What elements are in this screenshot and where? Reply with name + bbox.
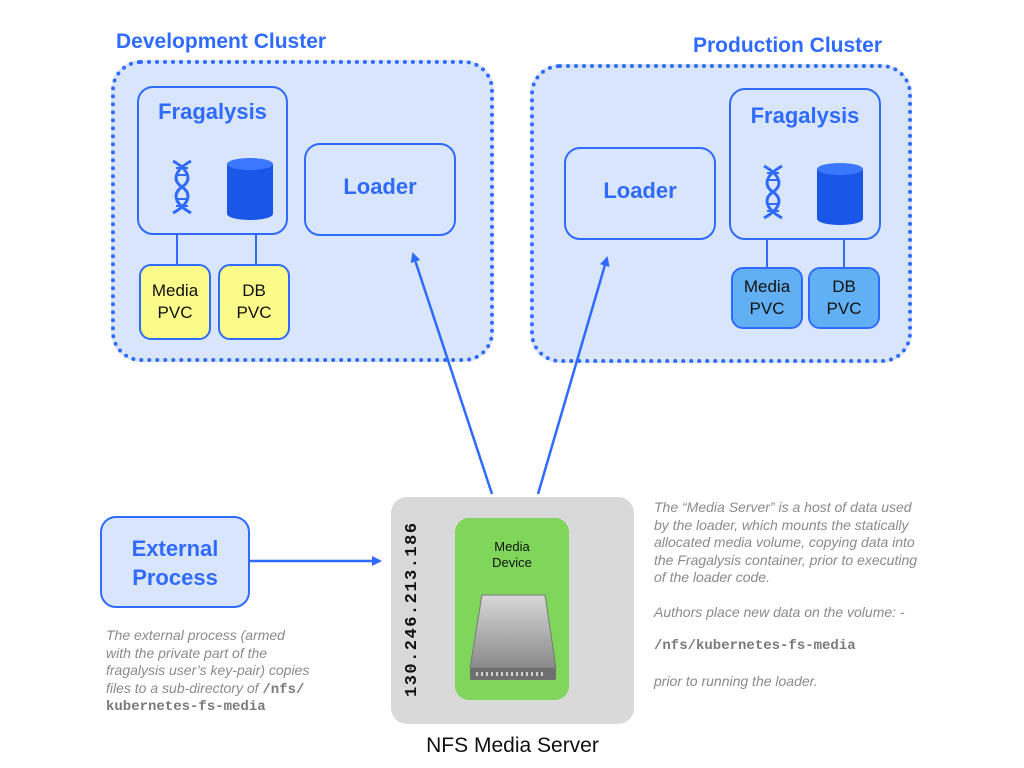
dev-media-pvc[interactable]: Media PVC — [139, 264, 211, 340]
prod-loader-label: Loader — [603, 178, 677, 203]
dev-cluster-title: Development Cluster — [116, 30, 327, 53]
database-icon — [227, 158, 273, 220]
prod-loader-box[interactable] — [564, 147, 716, 240]
dev-loader-box[interactable] — [304, 143, 456, 236]
external-note-path-1: /nfs/ — [262, 681, 305, 698]
prod-media-pvc-line2: PVC — [749, 299, 785, 318]
media-note-line2: by the loader, which mounts the statical… — [654, 516, 909, 533]
dev-media-pvc-line1: Media — [151, 281, 199, 300]
hard-drive-icon — [469, 594, 557, 680]
media-note-line5: of the loader code. — [654, 569, 770, 585]
dev-db-pvc-line1: DB — [242, 281, 266, 300]
dev-db-pvc[interactable]: DB PVC — [218, 264, 290, 340]
external-note-line2: with the private part of the — [106, 644, 268, 661]
media-note-path: /nfs/kubernetes-fs-media — [654, 638, 856, 654]
nfs-server-caption: NFS Media Server — [426, 734, 599, 757]
arrow-nfs-to-prod-loader — [536, 256, 610, 495]
dev-loader-label: Loader — [343, 174, 417, 199]
database-icon — [817, 163, 863, 225]
external-note-line3: fragalysis user’s key-pair) copies — [106, 662, 310, 678]
prod-db-pvc-line1: DB — [832, 277, 856, 296]
external-note-line1: The external process (armed — [106, 627, 285, 643]
media-device-label: Media Device — [455, 539, 569, 571]
media-note-line1: The “Media Server” is a host of data use… — [654, 499, 912, 515]
dev-media-pvc-line2: PVC — [157, 303, 193, 322]
external-process-label: External Process — [100, 534, 250, 592]
external-process-box[interactable] — [100, 516, 250, 608]
dna-icon — [763, 164, 783, 220]
media-server-note: The “Media Server” is a host of data use… — [654, 499, 1014, 690]
dev-fragalysis-label: Fragalysis — [158, 99, 267, 124]
dev-db-pvc-line2: PVC — [236, 303, 272, 322]
media-note-para3: prior to running the loader. — [654, 672, 818, 689]
prod-db-pvc[interactable]: DB PVC — [808, 267, 880, 329]
prod-fragalysis-label: Fragalysis — [750, 103, 860, 128]
arrow-nfs-to-dev-loader — [410, 252, 494, 495]
prod-cluster-title: Production Cluster — [693, 34, 883, 57]
external-process-label-line2: Process — [132, 565, 218, 590]
media-note-line4: the Fragalysis container, prior to execu… — [654, 551, 918, 568]
external-note-path-2: kubernetes-fs-media — [106, 699, 266, 715]
prod-db-pvc-line2: PVC — [826, 299, 862, 318]
prod-media-pvc-line1: Media — [743, 277, 791, 296]
dna-icon — [172, 159, 192, 215]
media-device-label-line2: Device — [492, 555, 532, 570]
media-note-para2: Authors place new data on the volume: - — [654, 603, 905, 620]
media-note-line3: allocated media volume, copying data int… — [654, 534, 915, 550]
prod-media-pvc[interactable]: Media PVC — [731, 267, 803, 329]
external-note-line4: files to a sub-directory of — [106, 679, 259, 696]
media-device-label-line1: Media — [494, 539, 530, 554]
external-process-label-line1: External — [131, 536, 219, 561]
external-process-note: The external process (armed with the pri… — [106, 627, 396, 717]
